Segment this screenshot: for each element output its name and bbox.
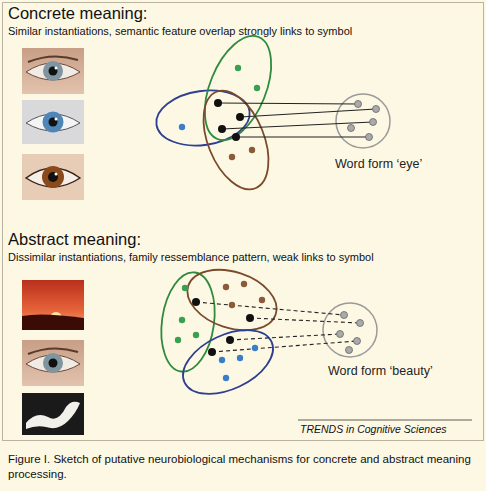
link-lines: [196, 302, 360, 352]
sculpture-shape: [26, 402, 80, 429]
feature-ellipse: [191, 27, 284, 150]
feature-dot: [193, 332, 199, 338]
word-form-circle: [323, 303, 377, 357]
shared-dot: [192, 298, 200, 306]
eye-highlight: [55, 67, 58, 70]
feature-dot: [254, 85, 260, 91]
pupil: [49, 359, 58, 368]
sculpture-photo: [22, 393, 84, 435]
shared-dot: [214, 99, 222, 107]
horizon: [22, 314, 84, 330]
iris: [43, 61, 63, 81]
feature-dot: [175, 337, 181, 343]
symbol-dot: [337, 331, 344, 338]
credit-rule: [298, 420, 472, 421]
figure-frame: [3, 3, 484, 441]
feature-ellipse: [191, 81, 282, 198]
symbol-dot: [366, 134, 373, 141]
node-outline: [322, 302, 378, 358]
feature-dot: [229, 154, 235, 160]
iris: [42, 166, 64, 188]
link-line: [222, 122, 373, 129]
link-line: [230, 334, 340, 340]
feature-dot: [252, 345, 258, 351]
feature-dot: [223, 284, 229, 290]
iris: [43, 353, 63, 373]
feature-ellipse: [180, 259, 285, 341]
figure-caption: Figure I. Sketch of putative neurobiolog…: [8, 452, 478, 482]
word-form-label: Word form ‘eye’: [335, 157, 422, 171]
photo-bg: [22, 340, 84, 386]
eye-highlight: [55, 173, 58, 176]
eye-photo: [22, 100, 84, 144]
link-line: [236, 136, 369, 137]
panel-subtitle: Dissimilar instantiations, family ressem…: [8, 251, 374, 263]
panel-subtitle: Similar instantiations, semantic feature…: [8, 25, 352, 37]
link-line: [250, 318, 360, 323]
shared-dot: [246, 314, 254, 322]
iris: [43, 112, 64, 133]
pupil: [49, 118, 58, 127]
feature-dot: [219, 357, 225, 363]
link-line: [212, 341, 357, 352]
link-line: [196, 302, 344, 315]
node-outline: [335, 93, 391, 149]
symbol-dot: [348, 125, 355, 132]
symbol-dot: [370, 119, 377, 126]
feature-ellipse: [173, 317, 283, 407]
word-form-node: Word form ‘eye’: [335, 93, 391, 149]
word-form-label: Word form ‘beauty’: [328, 364, 433, 378]
feature-dot: [235, 65, 241, 71]
photo-bg: [22, 100, 84, 144]
feature-dot: [249, 147, 255, 153]
photo-bg: [22, 154, 84, 200]
sunset-photo: [22, 280, 84, 330]
feature-dot: [229, 302, 235, 308]
feature-dot: [237, 355, 243, 361]
word-form-circle: [336, 94, 390, 148]
eye-highlight: [55, 118, 58, 121]
link-line: [240, 109, 376, 117]
feature-dot: [241, 281, 247, 287]
panel-heading: Abstract meaning:: [8, 230, 141, 249]
pupil: [49, 67, 58, 76]
shared-dot: [232, 133, 240, 141]
shared-dot: [208, 348, 216, 356]
feature-dots: [175, 281, 364, 381]
feature-dots: [179, 65, 380, 160]
symbol-dot: [357, 320, 364, 327]
journal-credit: TRENDS in Cognitive Sciences: [300, 423, 446, 435]
feature-dot: [223, 375, 229, 381]
photo-bg: [22, 48, 84, 94]
feature-dot: [179, 124, 185, 130]
link-lines: [218, 103, 376, 137]
feature-dot: [182, 285, 188, 291]
shared-dot: [236, 113, 244, 121]
panel-heading: Concrete meaning:: [8, 4, 147, 23]
shared-dot: [218, 125, 226, 133]
symbol-dot: [354, 338, 361, 345]
link-line: [218, 103, 358, 104]
photo-bg: [22, 393, 84, 435]
shared-dot: [226, 336, 234, 344]
pupil: [48, 172, 58, 182]
feature-dot: [259, 297, 265, 303]
symbol-dot: [355, 101, 362, 108]
feature-dot: [179, 317, 185, 323]
eye-photo: [22, 154, 84, 200]
symbol-dot: [341, 312, 348, 319]
eye-photo: [22, 340, 84, 386]
sky: [22, 280, 84, 330]
symbol-dot: [346, 347, 353, 354]
word-form-node: Word form ‘beauty’: [322, 302, 378, 358]
eye-photo: [22, 48, 84, 94]
symbol-dot: [373, 106, 380, 113]
